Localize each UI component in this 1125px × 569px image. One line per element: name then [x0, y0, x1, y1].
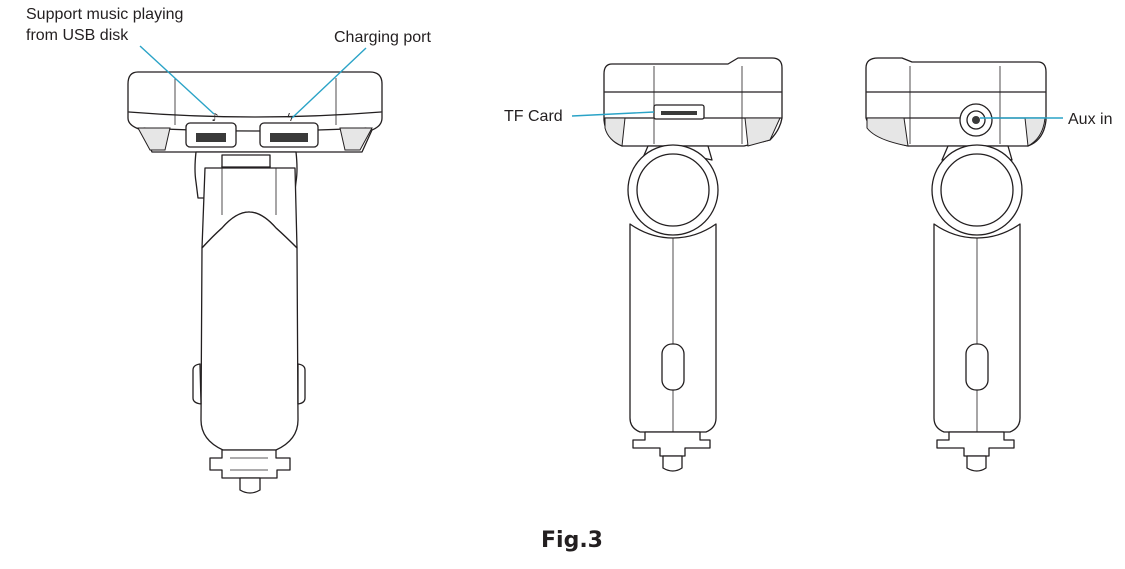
aux-in-jack — [959, 103, 993, 137]
usb-music-label-line1: Support music playing — [26, 6, 183, 23]
charging-port-leader-line — [291, 47, 367, 119]
aux-in-label: Aux in — [1068, 111, 1112, 128]
front-view-device: ♪ ϟ — [127, 71, 383, 494]
usb-music-port — [185, 122, 237, 148]
usb-music-leader-line — [139, 45, 215, 115]
tf-card-label: TF Card — [504, 108, 563, 125]
tf-card-slot — [653, 104, 705, 120]
side-view-right-device — [865, 57, 1047, 472]
tf-card-leader-line — [571, 111, 655, 117]
charging-port-label: Charging port — [334, 29, 432, 46]
music-note-icon: ♪ — [211, 111, 218, 124]
usb-music-label-line2: from USB disk — [26, 27, 129, 44]
lightning-bolt-icon: ϟ — [286, 111, 293, 124]
figure-caption: Fig.3 — [541, 528, 603, 553]
usb-charging-port — [259, 122, 319, 148]
side-view-left-device — [603, 57, 783, 472]
